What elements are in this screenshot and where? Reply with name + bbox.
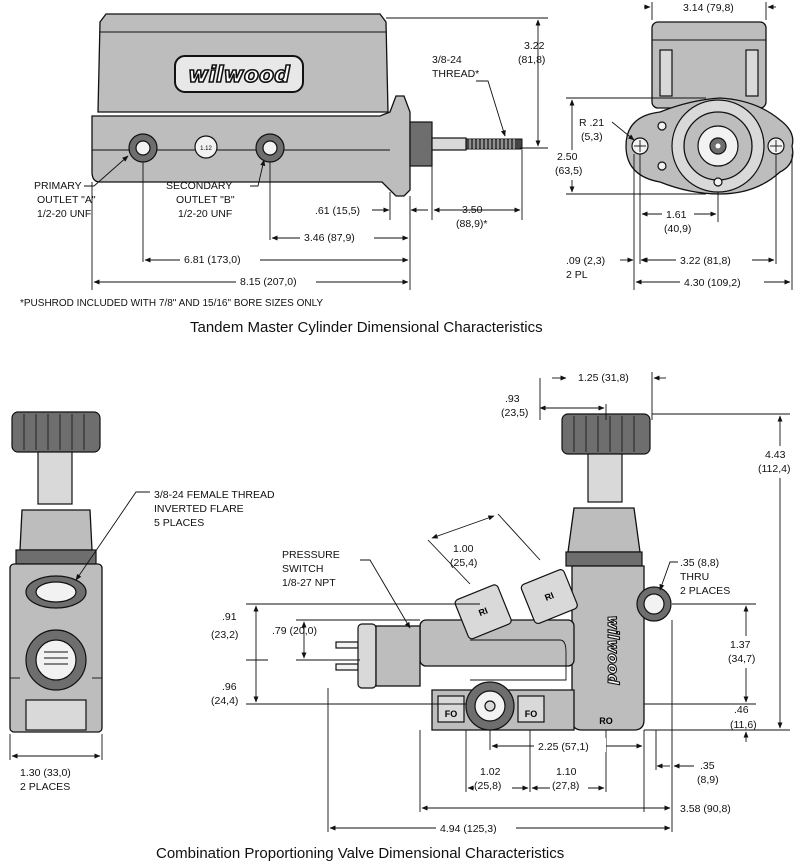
label-cpv-switch-3: 1/8-27 NPT — [282, 577, 336, 589]
dim-cpv-035: .35 — [700, 760, 715, 772]
cpv-port-ri-1: RI — [454, 584, 512, 640]
label-tmc-primary: PRIMARY — [34, 180, 82, 192]
svg-text:FO: FO — [445, 709, 458, 719]
dim-tmc-outlet-b: 3.46 (87,9) — [304, 232, 355, 244]
svg-text:RI: RI — [543, 590, 555, 603]
dim-cpv-100: 1.00 — [453, 543, 474, 555]
dim-cpv-137: 1.37 — [730, 639, 751, 651]
dim-tmc-flange-h-mm: (63,5) — [555, 165, 582, 177]
label-tmc-thread-2: THREAD* — [432, 68, 479, 80]
cpv-side-view — [9, 411, 103, 733]
dim-cpv-093-mm: (23,5) — [501, 407, 528, 419]
dim-cpv-130: 1.30 (33,0) — [20, 767, 71, 779]
dim-cpv-443-mm: (112,4) — [758, 463, 791, 475]
dim-tmc-flange-w: 4.30 (109,2) — [684, 277, 741, 289]
tmc-cylinder-body — [91, 95, 411, 197]
dim-tmc-height: 3.22 — [524, 40, 545, 52]
dim-cpv-102: 1.02 — [480, 766, 501, 778]
dim-tmc-hole-dia-2: 2 PL — [566, 269, 588, 281]
dim-cpv-079: .79 (20,0) — [272, 625, 317, 637]
cpv-port-fo-1 — [437, 695, 465, 723]
label-cpv-flare-2: INVERTED FLARE — [154, 503, 244, 515]
tmc-side-dimensions: 3.22 (81,8) 3/8-24 THREAD* .61 (15,5) 3.… — [34, 17, 548, 290]
dim-cpv-096-mm: (24,4) — [211, 695, 238, 707]
dim-tmc-radius: R .21 — [579, 117, 604, 129]
dim-cpv-035-mm: (8,9) — [697, 774, 719, 786]
cpv-brand-logo: wilwood — [604, 615, 622, 685]
label-tmc-primary-3: 1/2-20 UNF — [37, 208, 91, 220]
label-tmc-thread: 3/8-24 — [432, 54, 462, 66]
cpv-port-fo-2 — [517, 695, 545, 723]
dim-cpv-110-mm: (27,8) — [552, 780, 579, 792]
dim-tmc-bore-offset-mm: (40,9) — [664, 223, 691, 235]
cpv-caption: Combination Proportioning Valve Dimensio… — [156, 845, 564, 862]
tmc-end-dimensions: 3.14 (79,8) R .21 (5,3) 2.50 (63,5) 1.61… — [553, 2, 793, 290]
dim-tmc-hole-dia: .09 (2,3) — [566, 255, 605, 267]
dim-cpv-hole: .35 (8,8) — [680, 557, 719, 569]
dim-cpv-130-2: 2 PLACES — [20, 781, 70, 793]
svg-text:RI: RI — [477, 605, 489, 618]
dim-cpv-110: 1.10 — [556, 766, 577, 778]
cpv-side-dimensions: 1.30 (33,0) 2 PLACES 3/8-24 FEMALE THREA… — [9, 489, 275, 793]
tmc-caption: Tandem Master Cylinder Dimensional Chara… — [190, 319, 543, 336]
dim-cpv-046-mm: (11,6) — [730, 719, 757, 731]
dim-cpv-093: .93 — [505, 393, 520, 405]
dim-cpv-443: 4.43 — [765, 449, 786, 461]
label-cpv-switch-2: SWITCH — [282, 563, 323, 575]
tmc-bore-mark-label: 1.12 — [200, 146, 212, 152]
tmc-end-view — [625, 21, 794, 195]
tmc-pushrod — [465, 138, 523, 150]
dim-tmc-height-mm: (81,8) — [518, 54, 545, 66]
tmc-logo-plate — [174, 55, 304, 93]
cpv-front-dimensions: 1.25 (31,8) .93 (23,5) 4.43 (112,4) 1.00… — [211, 372, 796, 835]
dim-cpv-100-mm: (25,4) — [450, 557, 477, 569]
dim-cpv-091: .91 — [222, 611, 237, 623]
dim-tmc-pushrod-mm: (88,9)* — [456, 218, 488, 230]
cpv-front-view: wilwood RI RI FO FO RO — [335, 413, 672, 731]
label-tmc-secondary-2: OUTLET "B" — [176, 194, 235, 206]
dim-cpv-137-mm: (34,7) — [728, 653, 755, 665]
tmc-boot — [409, 121, 433, 167]
label-cpv-flare-3: 5 PLACES — [154, 517, 204, 529]
dim-cpv-358: 3.58 (90,8) — [680, 803, 731, 815]
cpv-pressure-switch — [357, 623, 377, 689]
cpv-port-ri-2: RI — [520, 569, 578, 625]
label-tmc-primary-2: OUTLET "A" — [37, 194, 96, 206]
label-tmc-secondary-3: 1/2-20 UNF — [178, 208, 232, 220]
label-tmc-secondary: SECONDARY — [166, 180, 232, 192]
dim-cpv-091-mm: (23,2) — [211, 629, 238, 641]
dim-cpv-hole-3: 2 PLACES — [680, 585, 730, 597]
dim-tmc-hole-spacing: 3.22 (81,8) — [680, 255, 731, 267]
tmc-footnote: *PUSHROD INCLUDED WITH 7/8" AND 15/16" B… — [20, 298, 323, 309]
tmc-bore-mark — [194, 135, 218, 159]
dim-tmc-end-width: 3.14 (79,8) — [683, 2, 734, 14]
svg-text:FO: FO — [525, 709, 538, 719]
dim-tmc-bore-offset: 1.61 — [666, 209, 687, 221]
dim-cpv-hole-2: THRU — [680, 571, 709, 583]
label-cpv-switch: PRESSURE — [282, 549, 340, 561]
dim-tmc-outlet-a: 6.81 (173,0) — [184, 254, 241, 266]
tmc-side-view: wilwood 1.12 — [91, 13, 523, 197]
dim-cpv-125: 1.25 (31,8) — [578, 372, 629, 384]
tmc-brand-logo: wilwood — [188, 63, 290, 88]
dim-cpv-102-mm: (25,8) — [474, 780, 501, 792]
dim-tmc-pushrod: 3.50 — [462, 204, 483, 216]
label-cpv-flare: 3/8-24 FEMALE THREAD — [154, 489, 275, 501]
dim-tmc-flange-h: 2.50 — [557, 151, 578, 163]
dim-cpv-096: .96 — [222, 681, 237, 693]
dim-tmc-overall: 8.15 (207,0) — [240, 276, 297, 288]
dim-cpv-046: .46 — [734, 704, 749, 716]
dim-cpv-225: 2.25 (57,1) — [538, 741, 589, 753]
dim-tmc-flange: .61 (15,5) — [315, 205, 360, 217]
dim-cpv-494: 4.94 (125,3) — [440, 823, 497, 835]
cpv-side-knob — [11, 411, 101, 453]
cpv-stem — [587, 453, 623, 503]
cpv-port-ro: RO — [599, 716, 613, 726]
dim-tmc-radius-mm: (5,3) — [581, 131, 603, 143]
